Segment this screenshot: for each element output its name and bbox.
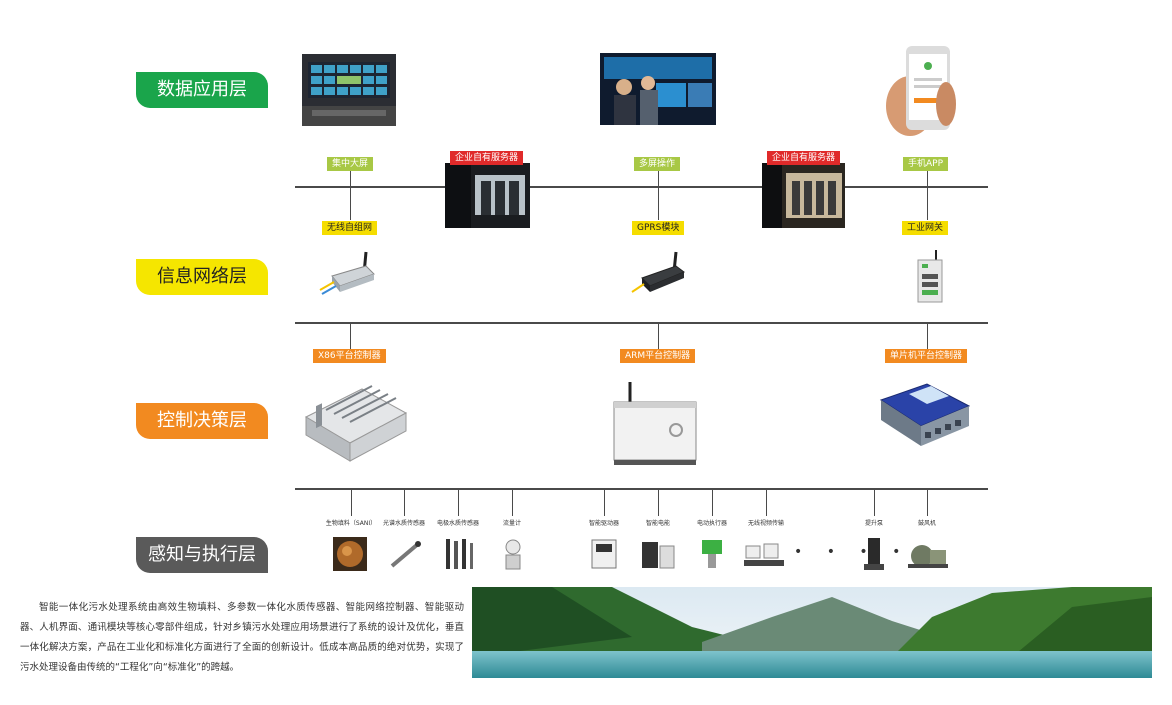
tag-enterprise-server: 企业自有服务器 bbox=[767, 151, 841, 165]
bio-filler-image bbox=[333, 537, 367, 571]
connector bbox=[927, 488, 928, 516]
connector bbox=[404, 488, 405, 516]
lift-pump-image bbox=[862, 536, 886, 572]
arm-controller-image bbox=[610, 380, 698, 466]
electric-actuator-image bbox=[698, 538, 726, 570]
sensor-label: 智能电能 bbox=[645, 520, 671, 527]
connector bbox=[927, 168, 928, 220]
tag-enterprise-server: 企业自有服务器 bbox=[450, 151, 524, 165]
layer-control-decision: 控制决策层 bbox=[136, 403, 268, 439]
tag-arm-controller: ARM平台控制器 bbox=[620, 349, 696, 363]
connector bbox=[658, 322, 659, 350]
flowmeter-image bbox=[500, 537, 526, 571]
connector bbox=[458, 488, 459, 516]
gprs-module-image bbox=[630, 250, 690, 302]
tag-big-screen: 集中大屏 bbox=[327, 157, 374, 171]
connector bbox=[604, 488, 605, 516]
mcu-controller-image bbox=[875, 380, 973, 454]
tag-wireless-mesh: 无线自组网 bbox=[322, 221, 378, 235]
wireless-video-image bbox=[742, 540, 786, 570]
ellipsis: • • • • • bbox=[794, 544, 933, 560]
operators-photo bbox=[600, 53, 716, 125]
blower-image bbox=[906, 540, 950, 570]
industrial-gateway-image bbox=[914, 250, 944, 304]
sensor-label: 电极水质传感器 bbox=[436, 520, 480, 527]
connector bbox=[766, 488, 767, 516]
tag-multi-screen: 多屏操作 bbox=[634, 157, 681, 171]
connector bbox=[712, 488, 713, 516]
tag-mcu-controller: 单片机平台控制器 bbox=[885, 349, 968, 363]
phone-in-hand-photo bbox=[884, 44, 960, 138]
bus-line-control bbox=[295, 488, 988, 490]
electrode-sensor-image bbox=[440, 537, 476, 571]
sensor-label: 提升泵 bbox=[864, 520, 884, 527]
tag-gprs-module: GPRS模块 bbox=[632, 221, 685, 235]
layer-info-network: 信息网络层 bbox=[136, 259, 268, 295]
spectral-sensor-image bbox=[388, 540, 422, 570]
server-room-photo bbox=[445, 163, 530, 228]
sensor-label: 鼓风机 bbox=[917, 520, 937, 527]
control-room-photo bbox=[302, 54, 396, 126]
layer-sense-execute: 感知与执行层 bbox=[136, 537, 268, 573]
bus-line-network bbox=[295, 322, 988, 324]
tag-industrial-gateway: 工业网关 bbox=[902, 221, 949, 235]
connector bbox=[351, 488, 352, 516]
sensor-label: 光谱水质传感器 bbox=[382, 520, 426, 527]
tag-x86-controller: X86平台控制器 bbox=[313, 349, 386, 363]
sensor-label: 电动执行器 bbox=[696, 520, 728, 527]
sensor-label: 无线视频传输 bbox=[747, 520, 785, 527]
connector bbox=[350, 322, 351, 350]
tag-mobile-app: 手机APP bbox=[903, 157, 949, 171]
connector bbox=[512, 488, 513, 516]
connector bbox=[658, 168, 659, 220]
wireless-module-image bbox=[318, 250, 378, 302]
landscape-lake-photo bbox=[472, 587, 1152, 678]
connector bbox=[874, 488, 875, 516]
smart-meter-image bbox=[640, 538, 676, 570]
layer-data-app: 数据应用层 bbox=[136, 72, 268, 108]
sensor-label: 智能驱动器 bbox=[588, 520, 620, 527]
connector bbox=[927, 322, 928, 350]
connector bbox=[658, 488, 659, 516]
bus-line-data bbox=[295, 186, 988, 188]
connector bbox=[350, 168, 351, 220]
smart-driver-image bbox=[590, 538, 618, 570]
sensor-label: 流量计 bbox=[502, 520, 522, 527]
x86-controller-image bbox=[302, 383, 410, 463]
sensor-label: 生物填料（SANI） bbox=[325, 520, 377, 527]
description-paragraph: 智能一体化污水处理系统由高效生物填料、多参数一体化水质传感器、智能网络控制器、智… bbox=[20, 602, 464, 673]
server-room-photo bbox=[762, 163, 845, 228]
